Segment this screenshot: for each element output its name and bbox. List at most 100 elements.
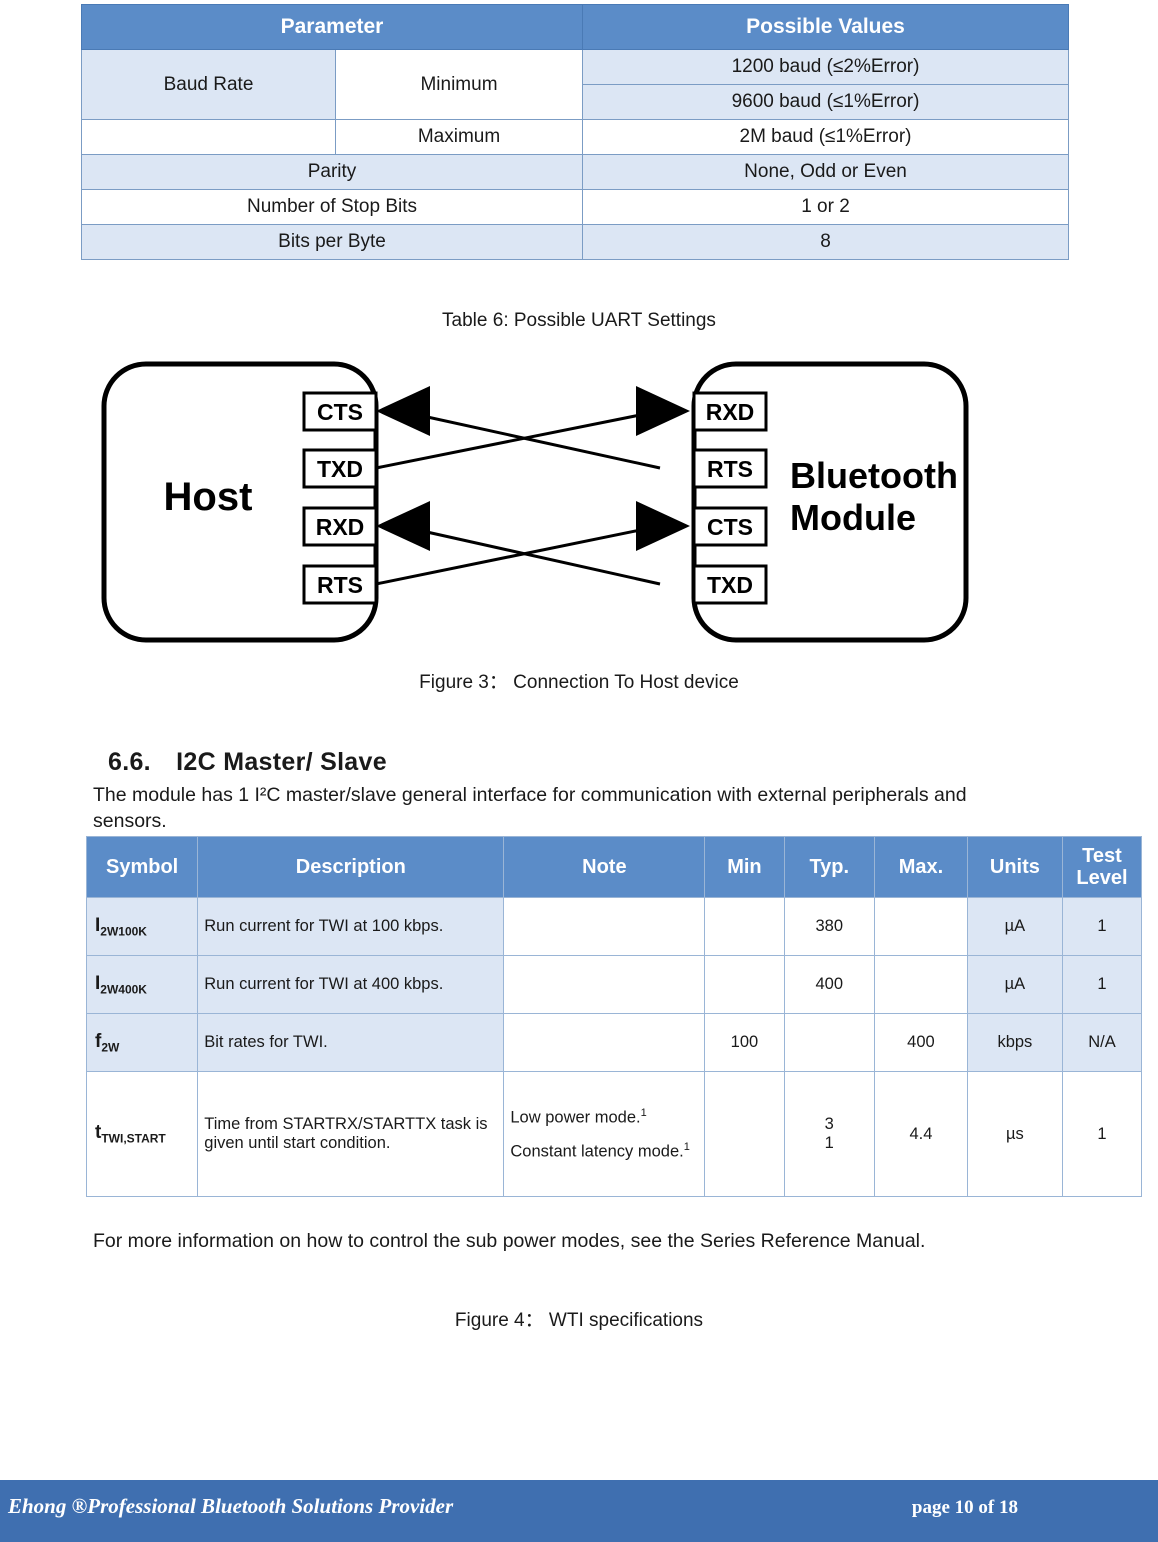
- header-parameter: Parameter: [81, 4, 583, 50]
- footer-company-text: Ehong ®Professional Bluetooth Solutions …: [8, 1494, 454, 1518]
- section-number: 6.6.: [108, 748, 151, 776]
- cell-description: Run current for TWI at 100 kbps.: [197, 897, 505, 956]
- cell-description: Bit rates for TWI.: [197, 1013, 505, 1072]
- cell-min: [704, 897, 785, 956]
- typ-line1: 3: [824, 1115, 834, 1133]
- cell-max: 400: [874, 1013, 968, 1072]
- twi-specifications-table: Symbol Description Note Min Typ. Max. Un…: [85, 836, 1143, 1197]
- cell-stop-bits: Number of Stop Bits: [81, 189, 583, 225]
- cell-typ: 400: [783, 955, 876, 1014]
- symbol-sub: 2W400K: [100, 982, 147, 997]
- table-row: Maximum 2M baud (≤1%Error): [81, 119, 1069, 155]
- cell-note: Low power mode.1 Constant latency mode.1: [503, 1071, 706, 1197]
- header-units: Units: [966, 836, 1063, 898]
- cell-min: [704, 955, 785, 1014]
- symbol-main: f: [95, 1030, 102, 1052]
- note-line1: Low power mode.: [510, 1108, 641, 1126]
- header-symbol: Symbol: [85, 836, 199, 898]
- footer-bar: [0, 1480, 1158, 1542]
- cell-maximum: Maximum: [335, 119, 583, 155]
- cell-test-level: N/A: [1061, 1013, 1143, 1072]
- cell-symbol: f2W: [85, 1013, 199, 1072]
- typ-line2: 1: [824, 1134, 834, 1152]
- cell-minimum: Minimum: [335, 49, 583, 120]
- svg-text:TXD: TXD: [707, 572, 753, 598]
- table-row: tTWI,START Time from STARTRX/STARTTX tas…: [85, 1071, 1143, 1197]
- cell-units: kbps: [966, 1013, 1063, 1072]
- figure3-connection-diagram: CTS TXD RXD RTS RXD RTS CTS TXD Host Blu…: [100, 358, 970, 646]
- cell-min: 100: [704, 1013, 785, 1072]
- header-test-level: Test Level: [1061, 836, 1143, 898]
- cell-symbol: I2W400K: [85, 955, 199, 1014]
- note-line2-sup: 1: [683, 1141, 690, 1153]
- cell-2m-baud: 2M baud (≤1%Error): [582, 119, 1069, 155]
- header-possible-values: Possible Values: [582, 4, 1069, 50]
- cell-bits-per-byte-value: 8: [582, 224, 1069, 260]
- figure3-caption: Figure 3： Connection To Host device: [419, 672, 739, 693]
- cell-bits-per-byte: Bits per Byte: [81, 224, 583, 260]
- header-note: Note: [503, 836, 706, 898]
- after-table-note: For more information on how to control t…: [93, 1230, 926, 1252]
- svg-text:RXD: RXD: [706, 399, 755, 425]
- table-row: I2W400K Run current for TWI at 400 kbps.…: [85, 955, 1143, 1014]
- footer-page-number: page 10 of 18: [911, 1497, 1018, 1518]
- cell-units: µA: [966, 897, 1063, 956]
- cell-description: Time from STARTRX/STARTTX task is given …: [197, 1071, 505, 1197]
- table-row: Bits per Byte 8: [81, 224, 1069, 260]
- cell-symbol: I2W100K: [85, 897, 199, 956]
- table-header-row: Symbol Description Note Min Typ. Max. Un…: [85, 836, 1143, 898]
- svg-text:CTS: CTS: [317, 399, 363, 425]
- cell-9600-baud: 9600 baud (≤1%Error): [582, 84, 1069, 120]
- cell-1200-baud: 1200 baud (≤2%Error): [582, 49, 1069, 85]
- symbol-sub: TWI,START: [101, 1131, 166, 1146]
- figure4-caption: Figure 4： WTI specifications: [454, 1310, 704, 1331]
- svg-text:RTS: RTS: [707, 456, 753, 482]
- header-description: Description: [197, 836, 505, 898]
- cell-description: Run current for TWI at 400 kbps.: [197, 955, 505, 1014]
- cell-typ: 380: [783, 897, 876, 956]
- header-typ: Typ.: [783, 836, 876, 898]
- symbol-main: I: [95, 972, 101, 994]
- cell-test-level: 1: [1061, 897, 1143, 956]
- cell-stop-bits-values: 1 or 2: [582, 189, 1069, 225]
- cell-parity: Parity: [81, 154, 583, 190]
- section-title: I2C Master/ Slave: [176, 748, 387, 776]
- symbol-main: t: [95, 1122, 102, 1144]
- cell-typ: [783, 1013, 876, 1072]
- header-max: Max.: [874, 836, 968, 898]
- svg-text:CTS: CTS: [707, 514, 753, 540]
- table-row: Parity None, Odd or Even: [81, 154, 1069, 190]
- cell-test-level: 1: [1061, 1071, 1143, 1197]
- header-min: Min: [704, 836, 785, 898]
- cell-max: 4.4: [874, 1071, 968, 1197]
- symbol-main: I: [95, 914, 101, 936]
- cell-max: [874, 897, 968, 956]
- cell-units: µA: [966, 955, 1063, 1014]
- cell-empty: [81, 119, 336, 155]
- svg-text:RTS: RTS: [317, 572, 363, 598]
- cell-test-level: 1: [1061, 955, 1143, 1014]
- table-row: Baud Rate Minimum 1200 baud (≤2%Error): [81, 49, 1069, 120]
- table-row: f2W Bit rates for TWI. 100 400 kbps N/A: [85, 1013, 1143, 1072]
- cell-note: [503, 1013, 706, 1072]
- cell-symbol: tTWI,START: [85, 1071, 199, 1197]
- svg-text:RXD: RXD: [316, 514, 365, 540]
- cell-units: µs: [966, 1071, 1063, 1197]
- section-paragraph: The module has 1 I²C master/slave genera…: [93, 784, 967, 832]
- symbol-sub: 2W100K: [100, 924, 147, 939]
- cell-min: [704, 1071, 785, 1197]
- cell-baud-rate: Baud Rate: [81, 49, 336, 120]
- table-row: 9600 baud (≤1%Error): [82, 84, 1069, 120]
- table-header-row: Parameter Possible Values: [81, 4, 1069, 50]
- svg-text:Host: Host: [164, 475, 253, 519]
- cell-note: [503, 897, 706, 956]
- symbol-sub: 2W: [101, 1040, 120, 1055]
- section-heading: 6.6. I2C Master/ Slave: [108, 748, 387, 777]
- cell-max: [874, 955, 968, 1014]
- cell-parity-values: None, Odd or Even: [582, 154, 1069, 190]
- cell-note: [503, 955, 706, 1014]
- svg-text:TXD: TXD: [317, 456, 363, 482]
- cell-typ: 3 1: [783, 1071, 876, 1197]
- table-row: I2W100K Run current for TWI at 100 kbps.…: [85, 897, 1143, 956]
- uart-settings-table: Parameter Possible Values Baud Rate Mini…: [81, 4, 1069, 260]
